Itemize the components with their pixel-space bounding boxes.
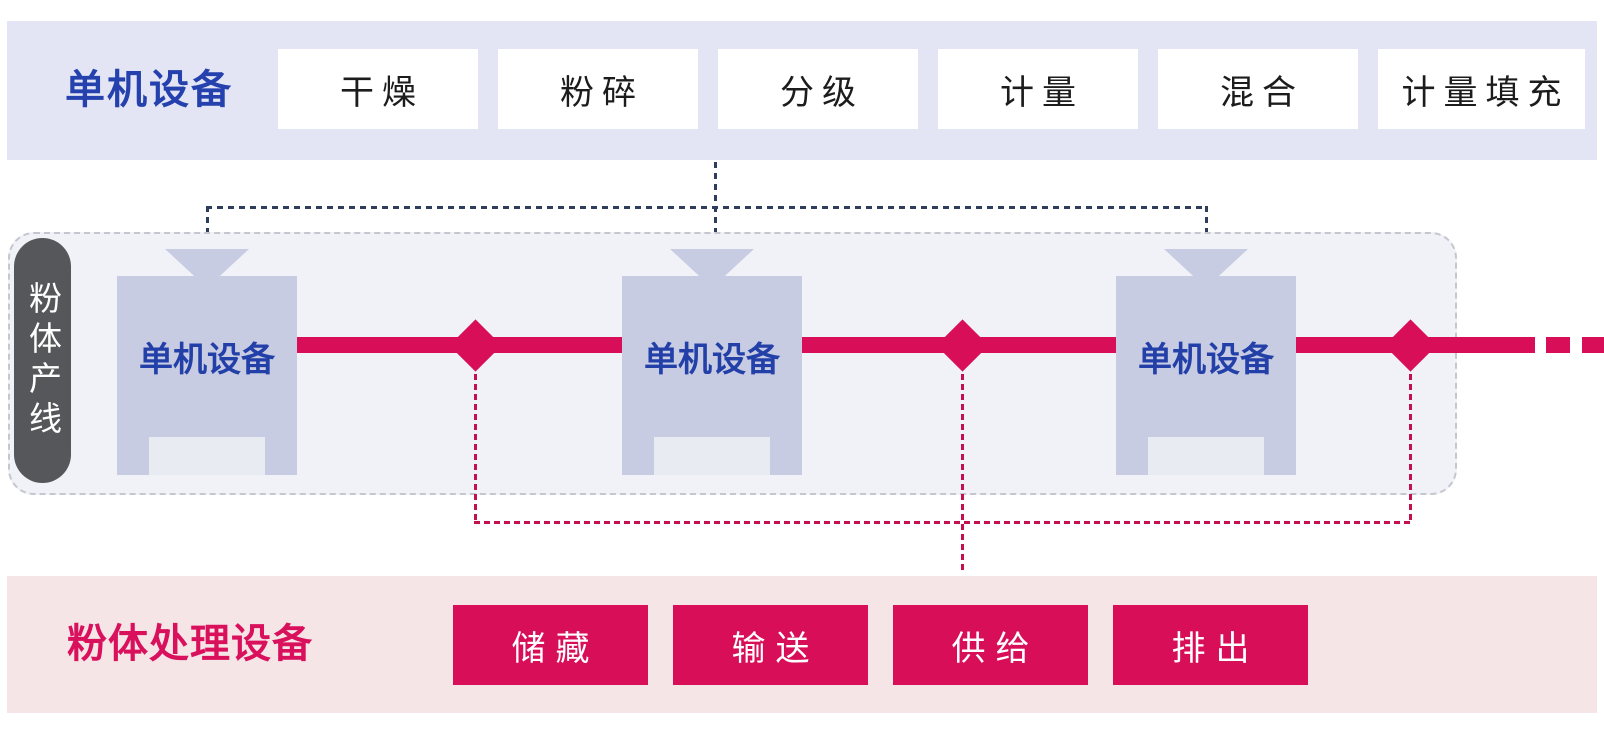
flow-line-dash xyxy=(1582,337,1604,353)
red-dotted-drop-right xyxy=(1409,374,1412,522)
machine-1: 单机设备 xyxy=(117,249,297,475)
process-box-metering: 计量 xyxy=(938,49,1138,129)
navy-dotted-horizontal xyxy=(206,206,1207,209)
production-line-label: 粉体产线 xyxy=(24,280,62,441)
handling-box-storage: 储藏 xyxy=(453,605,648,685)
navy-dotted-drop-right xyxy=(1205,206,1208,248)
handling-box-supply: 供给 xyxy=(893,605,1088,685)
navy-dotted-drop-left xyxy=(206,206,209,248)
red-dotted-drop-center xyxy=(961,374,964,574)
flow-line-dash xyxy=(1546,337,1570,353)
machine-label: 单机设备 xyxy=(139,341,275,379)
red-dotted-drop-left xyxy=(474,374,477,522)
hopper-icon xyxy=(165,249,249,277)
bottom-band-title: 粉体处理设备 xyxy=(67,622,313,666)
process-box-drying: 干燥 xyxy=(278,49,478,129)
process-box-metering-filling: 计量填充 xyxy=(1378,49,1585,129)
bottom-band: 粉体处理设备 储藏 输送 供给 排出 xyxy=(7,576,1597,713)
machine-3: 单机设备 xyxy=(1116,249,1296,475)
red-dotted-horizontal xyxy=(474,521,1412,524)
process-box-classifying: 分级 xyxy=(718,49,918,129)
hopper-icon xyxy=(670,249,754,277)
hopper-icon xyxy=(1164,249,1248,277)
top-band: 单机设备 干燥 粉碎 分级 计量 混合 计量填充 xyxy=(7,21,1597,160)
machine-label: 单机设备 xyxy=(1138,341,1274,379)
top-band-title: 单机设备 xyxy=(65,68,233,112)
machine-label: 单机设备 xyxy=(644,341,780,379)
navy-dotted-drop-center xyxy=(714,162,717,248)
production-line-pill: 粉体产线 xyxy=(14,238,71,483)
handling-box-discharge: 排出 xyxy=(1113,605,1308,685)
handling-box-conveying: 输送 xyxy=(673,605,868,685)
process-box-mixing: 混合 xyxy=(1158,49,1358,129)
machine-2: 单机设备 xyxy=(622,249,802,475)
process-box-crushing: 粉碎 xyxy=(498,49,698,129)
